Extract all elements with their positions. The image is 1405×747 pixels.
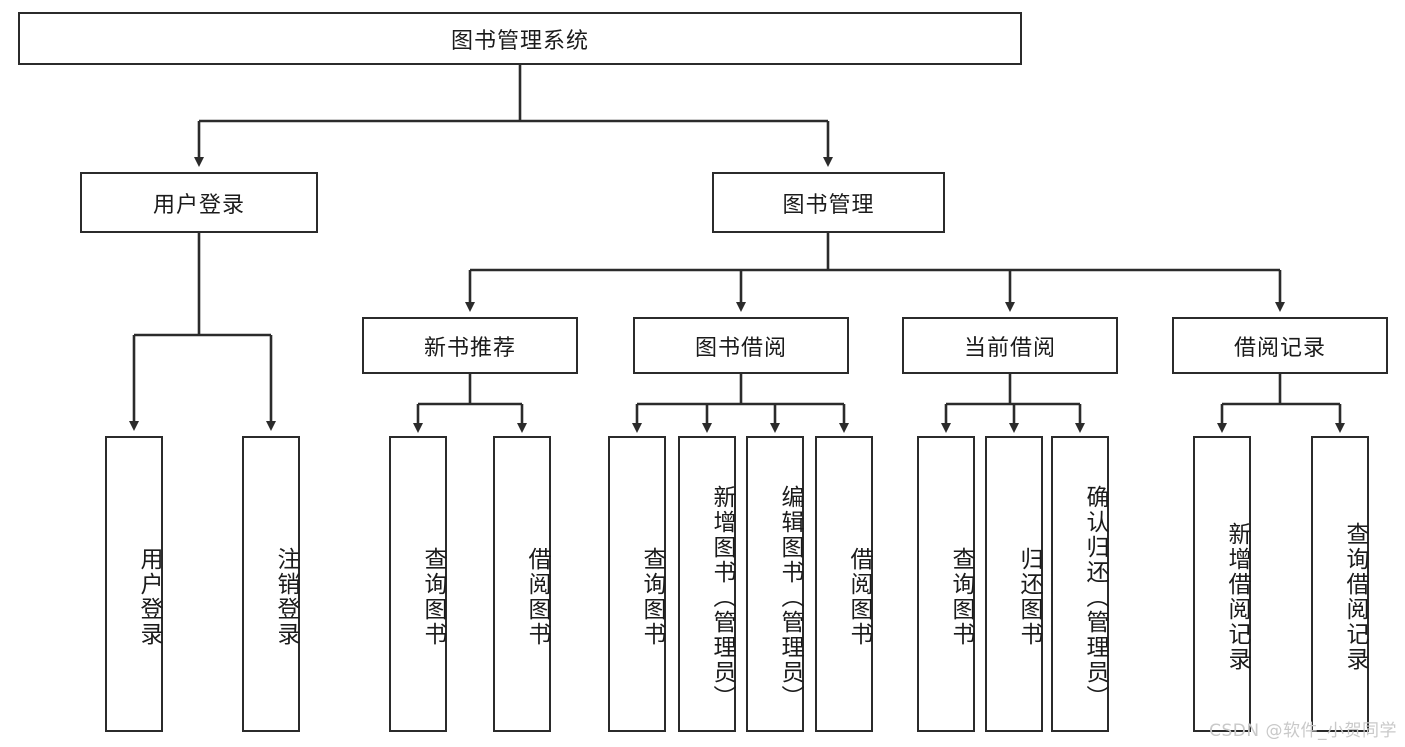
leaf-edit-book-admin[interactable]: 编辑图书（管理员） [746,436,804,732]
node-label: 借阅图书 [846,547,872,647]
node-label: 借阅记录 [1233,335,1326,361]
node-book-borrow[interactable]: 图书借阅 [633,317,849,374]
leaf-confirm-return-admin[interactable]: 确认归还（管理员） [1051,436,1109,732]
node-label: 归还图书 [1016,547,1042,647]
node-label: 图书管理 [782,192,875,218]
node-label: 查询借阅记录 [1342,522,1368,672]
leaf-query-book-current[interactable]: 查询图书 [917,436,975,732]
node-label: 借阅图书 [524,547,550,647]
node-label: 查询图书 [420,547,446,647]
node-label: 新增图书（管理员） [709,484,735,710]
node-label: 图书借阅 [694,335,787,361]
node-book-management[interactable]: 图书管理 [712,172,945,233]
node-label: 确认归还（管理员） [1082,484,1108,710]
node-label: 图书管理系统 [450,28,589,54]
node-label: 新增借阅记录 [1224,522,1250,672]
leaf-query-book-recommend[interactable]: 查询图书 [389,436,447,732]
node-new-book-recommend[interactable]: 新书推荐 [362,317,578,374]
node-label: 当前借阅 [963,335,1056,361]
leaf-add-borrow-record[interactable]: 新增借阅记录 [1193,436,1251,732]
leaf-add-book-admin[interactable]: 新增图书（管理员） [678,436,736,732]
node-root-system[interactable]: 图书管理系统 [18,12,1022,65]
leaf-user-login[interactable]: 用户登录 [105,436,163,732]
leaf-return-book[interactable]: 归还图书 [985,436,1043,732]
node-label: 新书推荐 [423,335,516,361]
node-label: 用户登录 [136,547,162,647]
csdn-watermark: CSDN @软件_小贺同学 [1209,721,1397,741]
leaf-query-book-borrow[interactable]: 查询图书 [608,436,666,732]
leaf-logout[interactable]: 注销登录 [242,436,300,732]
node-label: 编辑图书（管理员） [777,484,803,710]
node-label: 查询图书 [639,547,665,647]
node-label: 注销登录 [273,547,299,647]
node-user-login[interactable]: 用户登录 [80,172,318,233]
leaf-query-borrow-record[interactable]: 查询借阅记录 [1311,436,1369,732]
leaf-borrow-book[interactable]: 借阅图书 [815,436,873,732]
node-label: 用户登录 [152,192,245,218]
node-label: 查询图书 [948,547,974,647]
node-current-borrow[interactable]: 当前借阅 [902,317,1118,374]
leaf-borrow-book-recommend[interactable]: 借阅图书 [493,436,551,732]
node-borrow-record[interactable]: 借阅记录 [1172,317,1388,374]
